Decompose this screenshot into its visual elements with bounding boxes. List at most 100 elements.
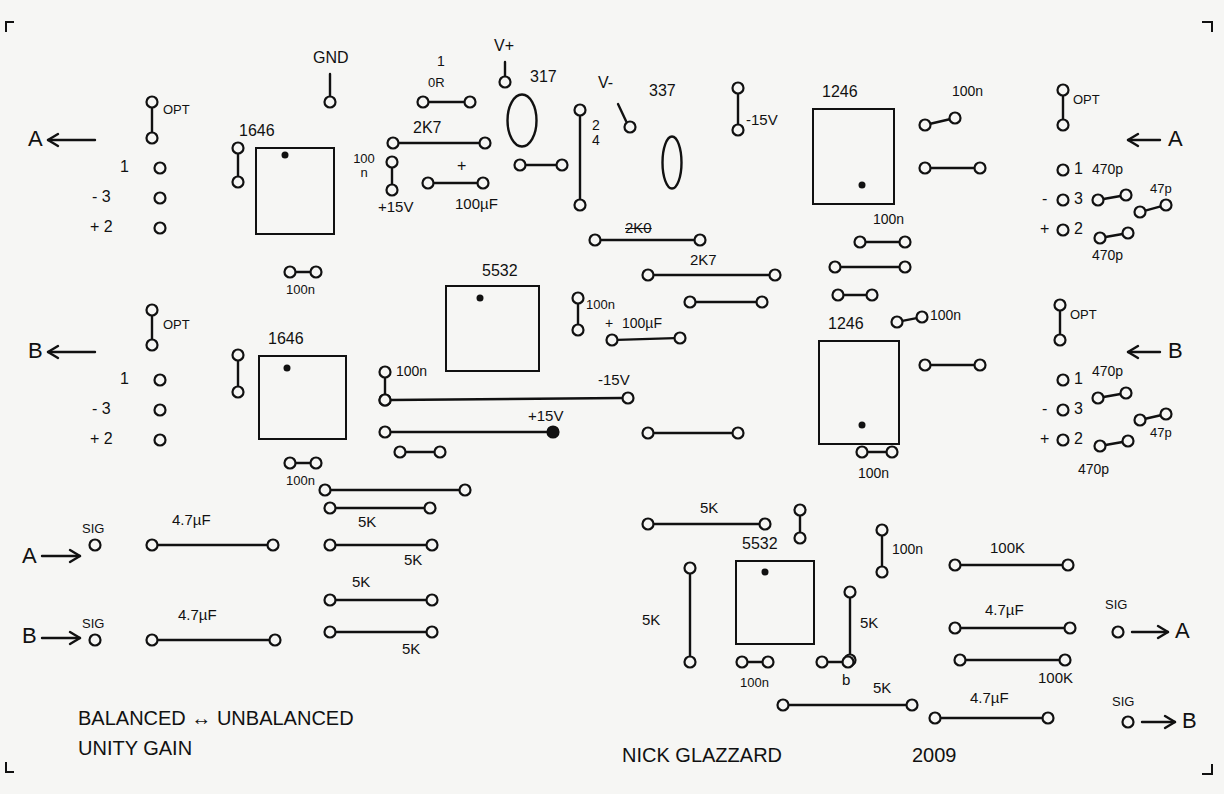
solder-pad xyxy=(1135,415,1146,426)
solder-pad xyxy=(480,138,491,149)
solder-pad xyxy=(285,458,296,469)
solder-pad xyxy=(515,160,526,171)
solder-pad xyxy=(1065,623,1076,634)
component-label: 100n xyxy=(892,542,923,556)
component-lead xyxy=(696,301,757,303)
component-label: 5K xyxy=(642,612,660,627)
solder-pad xyxy=(685,657,696,668)
solder-pad xyxy=(1121,388,1132,399)
solder-pad xyxy=(855,237,866,248)
oval-shape xyxy=(663,137,682,189)
component-label: - xyxy=(1042,401,1047,417)
component-label: GND xyxy=(313,50,349,66)
component-label: 47p xyxy=(1150,182,1172,195)
component-label: 4.7µF xyxy=(985,602,1024,617)
solder-pad xyxy=(573,293,584,304)
component-lead xyxy=(617,338,674,340)
component-label: 470p xyxy=(1092,364,1123,378)
solder-pad xyxy=(675,333,686,344)
ic-package: 5532 xyxy=(445,285,540,372)
component-label: OPT xyxy=(163,103,190,116)
component-label: 2 xyxy=(1074,221,1083,237)
component-label: 100µF xyxy=(455,196,498,211)
solder-pad xyxy=(1123,436,1134,447)
component-lead xyxy=(849,598,851,655)
part-number: 337 xyxy=(649,83,676,99)
solder-pad xyxy=(867,290,878,301)
solder-pad xyxy=(1043,713,1054,724)
solder-pad xyxy=(877,525,888,536)
solder-pad xyxy=(155,223,166,234)
pin-dot xyxy=(477,295,484,302)
arrow-line xyxy=(42,637,80,639)
solder-pad xyxy=(833,290,844,301)
component-lead xyxy=(881,536,883,567)
solder-pad xyxy=(950,560,961,571)
component-label: 5K xyxy=(873,680,891,695)
solder-pad xyxy=(1055,300,1066,311)
component-label: 3 xyxy=(1074,401,1083,417)
component-label: -15V xyxy=(746,112,778,127)
solder-pad xyxy=(917,312,928,323)
component-label: + xyxy=(1040,431,1049,447)
component-lead xyxy=(841,266,900,268)
solder-pad xyxy=(557,160,568,171)
solder-pad xyxy=(930,713,941,724)
component-lead xyxy=(799,516,801,533)
solder-pad xyxy=(427,540,438,551)
arrow-line xyxy=(48,139,95,141)
solder-pad xyxy=(423,178,434,189)
solder-pad xyxy=(590,235,601,246)
solder-pad xyxy=(325,595,336,606)
component-label: SIG xyxy=(82,522,104,535)
component-lead xyxy=(336,507,425,509)
solder-pad xyxy=(147,635,158,646)
component-label: - 3 xyxy=(92,189,111,205)
component-label: 2 xyxy=(1074,431,1083,447)
solder-pad xyxy=(795,505,806,516)
solder-pad xyxy=(795,533,806,544)
solder-pad xyxy=(425,503,436,514)
solder-pad xyxy=(845,587,856,598)
solder-pad xyxy=(733,428,744,439)
component-label: A xyxy=(28,128,43,150)
component-label: 100K xyxy=(990,540,1025,555)
regulator-outline: 317 xyxy=(506,93,538,148)
component-label: 470p xyxy=(1078,462,1109,476)
pin-dot xyxy=(762,569,769,576)
solder-pad xyxy=(733,83,744,94)
component-lead xyxy=(336,631,427,633)
solder-pad xyxy=(843,657,854,668)
solder-pad xyxy=(778,700,789,711)
solder-pad xyxy=(233,177,244,188)
solder-pad xyxy=(155,193,166,204)
solder-pad xyxy=(155,375,166,386)
component-label: 470p xyxy=(1092,248,1123,262)
solder-pad xyxy=(427,595,438,606)
component-label: 0R xyxy=(428,76,445,89)
solder-pad xyxy=(147,133,158,144)
solder-pad xyxy=(155,435,166,446)
wire-line xyxy=(504,62,506,76)
solder-pad xyxy=(685,563,696,574)
solder-pad xyxy=(1058,225,1069,236)
component-label: SIG xyxy=(82,617,104,630)
component-lead xyxy=(1145,415,1160,419)
component-label: 100n xyxy=(873,212,904,226)
component-label: V+ xyxy=(494,38,514,54)
board-note: UNITY GAIN xyxy=(78,738,192,758)
solder-pad xyxy=(857,447,868,458)
arrow-line xyxy=(48,351,95,353)
component-lead xyxy=(577,304,579,325)
solder-pad xyxy=(1113,627,1124,638)
component-lead xyxy=(868,451,887,453)
component-label: + xyxy=(605,316,613,330)
component-label: 2K7 xyxy=(690,252,717,267)
arrow-head xyxy=(48,134,58,146)
solder-pad xyxy=(325,503,336,514)
arrow-line xyxy=(1128,351,1160,353)
arrow-head xyxy=(1128,134,1138,146)
component-label: 100µF xyxy=(622,316,662,330)
component-label: 100n xyxy=(396,364,427,378)
